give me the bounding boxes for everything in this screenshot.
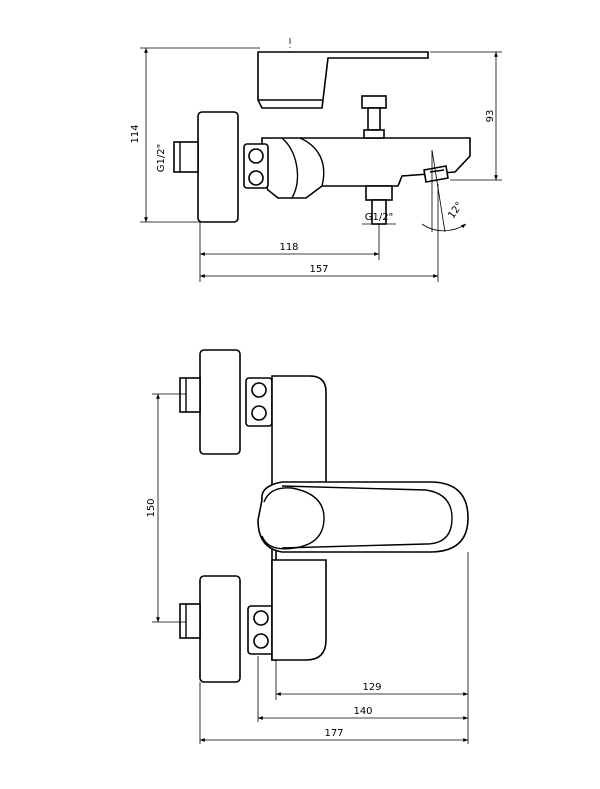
wall-flange-upper xyxy=(199,349,241,455)
diverter-knob xyxy=(361,95,387,139)
dim-height-total: 114 xyxy=(130,124,141,143)
dim-depth-3: 177 xyxy=(324,728,343,739)
side-view: 114 G1/2" 93 G1/2" 12° 118 157 xyxy=(130,38,502,282)
dim-inlet-spacing: 150 xyxy=(146,498,157,517)
thread-label-inlet: G1/2" xyxy=(156,144,167,172)
dim-spout-height: 93 xyxy=(485,110,496,123)
spout-angle-label: 12° xyxy=(446,200,465,221)
thread-label-outlet: G1/2" xyxy=(365,212,393,223)
lever-top-view xyxy=(257,481,469,553)
wall-flange-lower xyxy=(199,575,241,683)
dim-overall-depth: 157 xyxy=(309,264,328,275)
top-view: 150 129 140 177 xyxy=(146,349,469,744)
dim-depth-2: 140 xyxy=(353,706,372,717)
dim-inlet-to-outlet: 118 xyxy=(279,242,298,253)
lever-handle xyxy=(257,51,429,109)
wall-flange-side xyxy=(197,111,239,223)
dim-depth-1: 129 xyxy=(362,682,381,693)
